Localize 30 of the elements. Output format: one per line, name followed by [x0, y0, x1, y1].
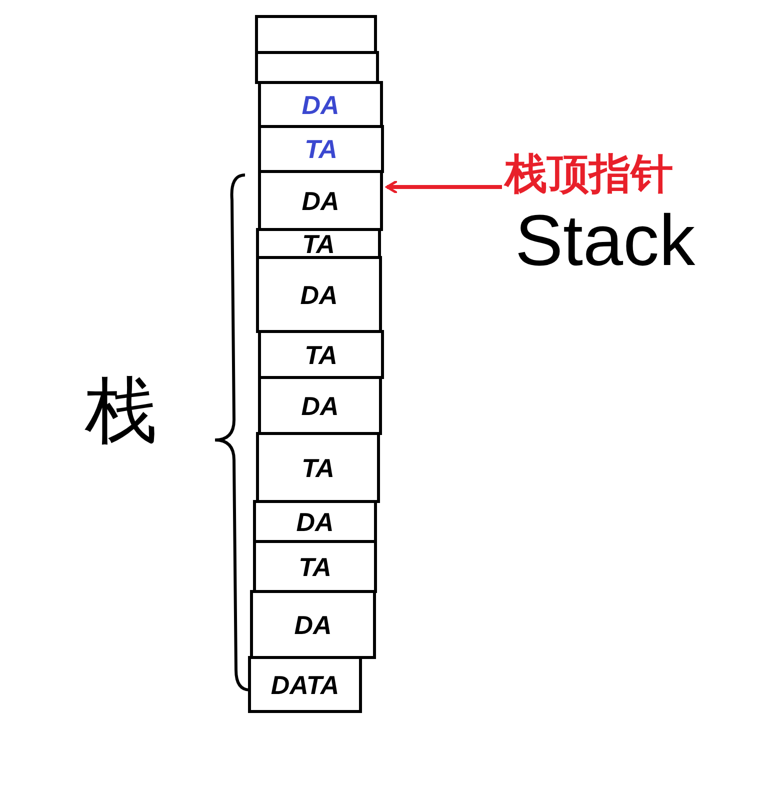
stack-cell: [256, 432, 380, 503]
stack-label: 栈: [85, 375, 157, 447]
stack-cell: [248, 656, 362, 713]
arrow: [386, 180, 502, 194]
empty-stack-cell: [255, 51, 379, 84]
cell-text: TA: [304, 342, 338, 368]
cell-text: DA: [302, 92, 340, 118]
cell-text: TA: [298, 554, 332, 580]
stack-cell: [256, 228, 381, 259]
cell-text: DA: [302, 188, 340, 214]
cell-text: DATA: [270, 672, 340, 698]
stack-cell: [258, 170, 383, 231]
stack-cell: [258, 330, 384, 379]
cell-text: DA: [296, 508, 334, 534]
stack-cell: [258, 376, 382, 435]
cell-text: TA: [304, 136, 338, 162]
pointer-label: 栈顶指针: [505, 153, 673, 195]
stack-cell: [258, 81, 383, 128]
stack-cell: [253, 500, 377, 543]
cell-text: TA: [302, 454, 334, 480]
stack-cell: [256, 256, 382, 333]
cell-text: DA: [301, 392, 339, 418]
empty-stack-cell: [255, 15, 377, 54]
cell-text: DA: [300, 282, 338, 308]
cell-text: TA: [302, 230, 335, 256]
cell-text: DA: [294, 612, 332, 638]
stack-heading: Stack: [515, 205, 696, 277]
stack-cell: [253, 540, 377, 593]
stack-cell: [258, 125, 384, 173]
stack-cell: [250, 590, 376, 659]
